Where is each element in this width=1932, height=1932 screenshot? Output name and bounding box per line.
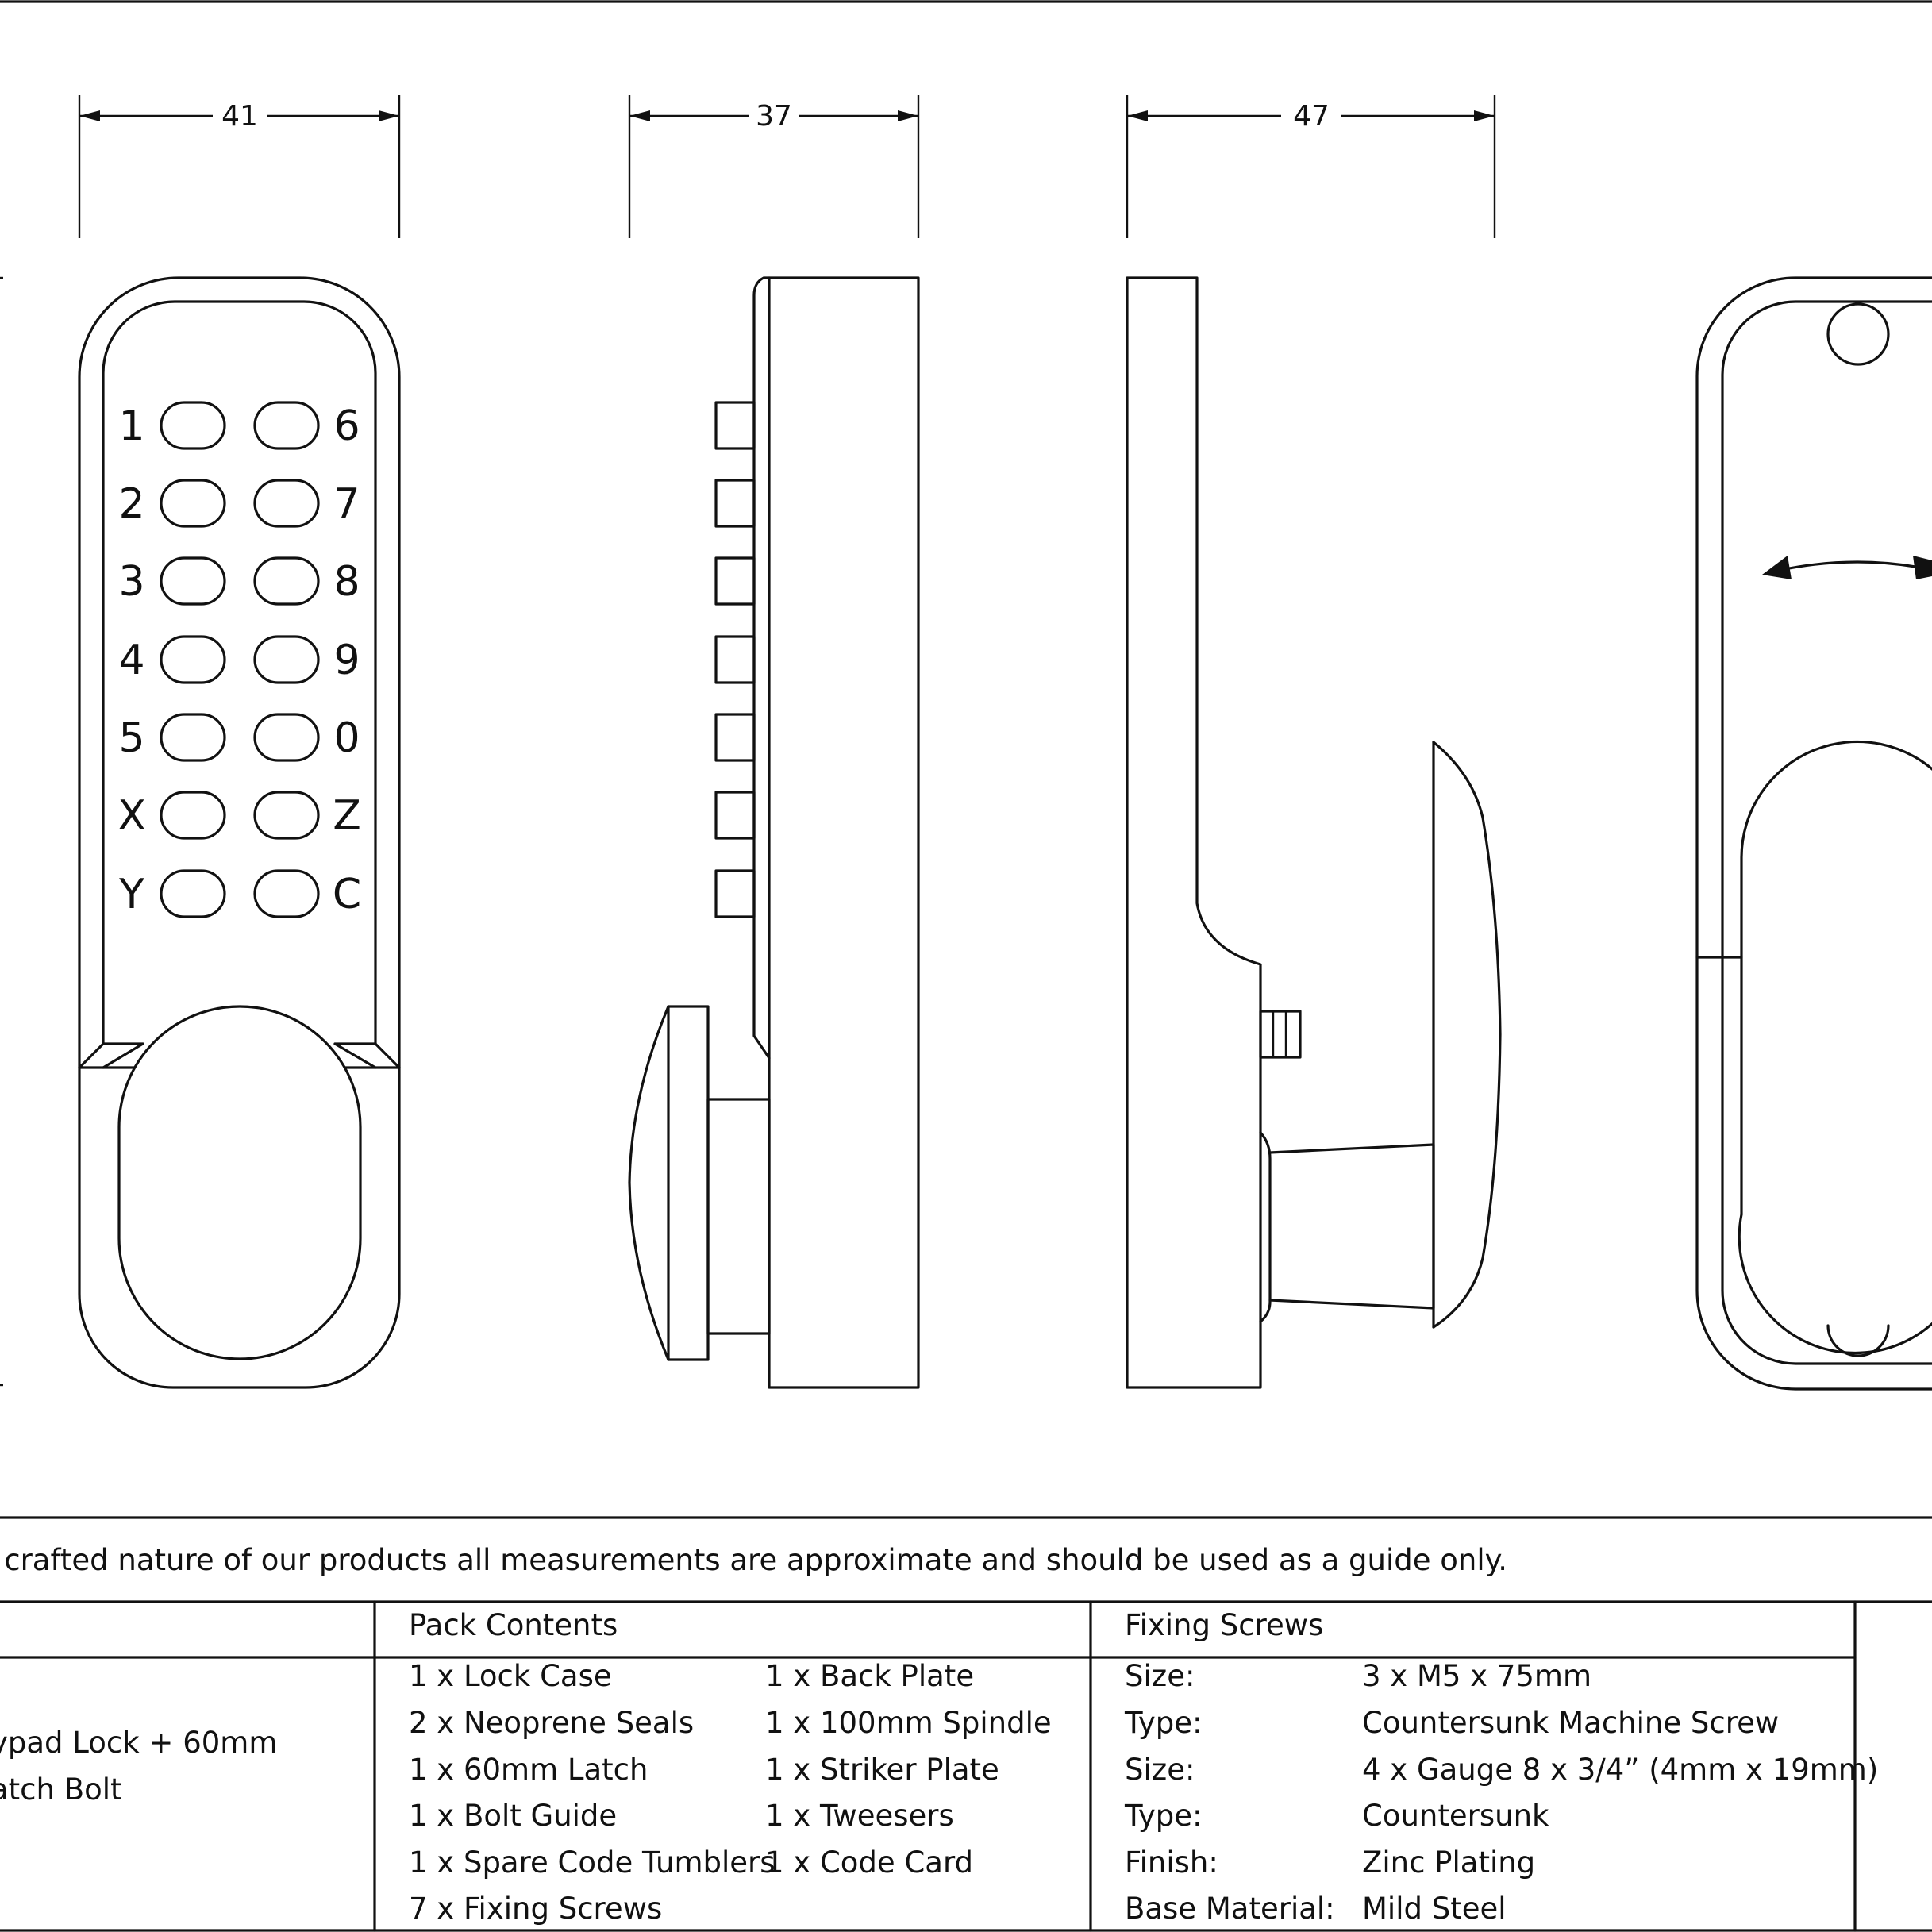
- screw-spec-label: Finish:: [1125, 1845, 1218, 1880]
- screw-spec-label: Type:: [1125, 1706, 1203, 1740]
- key-label: Y: [118, 871, 144, 918]
- key-label: 3: [118, 558, 144, 606]
- keypad-button[interactable]: [160, 713, 226, 762]
- screw-spec-value: 3 x M5 x 75mm: [1362, 1659, 1592, 1693]
- key-label: 0: [333, 714, 360, 762]
- screw-hole: [1826, 302, 1890, 366]
- key-label: 6: [333, 402, 360, 450]
- key-label: 1: [118, 402, 144, 450]
- product-description-line: atch Bolt: [0, 1772, 122, 1807]
- fixing-screws-header: Fixing Screws: [1125, 1608, 1324, 1642]
- key-label: 7: [333, 480, 360, 528]
- screw-spec-label: Size:: [1125, 1753, 1195, 1787]
- side-view: [628, 276, 920, 1389]
- profile-view: [1126, 276, 1502, 1389]
- keypad-labels: 1 2 3 4 5 X Y 6 7 8 9 0 Z C: [117, 402, 361, 918]
- back-view: [1695, 276, 1932, 1391]
- keypad-button[interactable]: [253, 479, 320, 528]
- product-description-line: ypad Lock + 60mm: [0, 1726, 278, 1760]
- dimension-profile: 47: [1126, 95, 1496, 238]
- pack-item: 1 x 100mm Spindle: [765, 1706, 1052, 1740]
- screw-spec-value: Zinc Plating: [1362, 1845, 1536, 1880]
- spec-table-grid: [0, 1600, 1857, 1932]
- keypad-button[interactable]: [160, 479, 226, 528]
- keypad-button[interactable]: [253, 791, 320, 840]
- screw-spec-value: Countersunk Machine Screw: [1362, 1706, 1780, 1740]
- keypad-button[interactable]: [160, 401, 226, 450]
- keypad-buttons: [160, 401, 320, 918]
- pack-item: 7 x Fixing Screws: [409, 1892, 663, 1926]
- dimension-profile-label: 47: [1293, 100, 1330, 133]
- dimension-side-label: 37: [756, 100, 792, 133]
- keypad-button[interactable]: [253, 401, 320, 450]
- pack-contents-header: Pack Contents: [409, 1608, 618, 1642]
- screw-spec-value: Mild Steel: [1362, 1892, 1507, 1926]
- dimension-front-label: 41: [221, 100, 258, 133]
- screw-spec-label: Base Material:: [1125, 1892, 1335, 1926]
- key-label: 9: [333, 637, 360, 684]
- key-label: 5: [118, 714, 144, 762]
- keypad-button[interactable]: [253, 869, 320, 918]
- key-label: 4: [118, 637, 144, 684]
- screw-spec-label: Type:: [1125, 1799, 1203, 1833]
- keypad-button[interactable]: [160, 635, 226, 684]
- pack-item: 2 x Neoprene Seals: [409, 1706, 695, 1740]
- key-label: Z: [333, 792, 361, 840]
- keypad-button[interactable]: [253, 635, 320, 684]
- pack-item: 1 x Lock Case: [409, 1659, 612, 1693]
- key-label: 2: [118, 480, 144, 528]
- screw-spec-value: Countersunk: [1362, 1799, 1549, 1833]
- measurement-disclaimer: d crafted nature of our products all mea…: [0, 1543, 1508, 1577]
- pack-item: 1 x Striker Plate: [765, 1753, 999, 1787]
- key-label: C: [333, 871, 361, 918]
- pack-item: 1 x 60mm Latch: [409, 1753, 648, 1787]
- screw-spec-value: 4 x Gauge 8 x 3/4” (4mm x 19mm): [1362, 1753, 1879, 1787]
- keypad-button[interactable]: [253, 713, 320, 762]
- dimension-front: 41: [78, 95, 401, 238]
- rotation-arrow-icon: [1762, 556, 1792, 579]
- keypad-button[interactable]: [160, 556, 226, 606]
- keypad-button[interactable]: [160, 791, 226, 840]
- pack-item: 1 x Bolt Guide: [409, 1799, 618, 1833]
- pack-item: 1 x Back Plate: [765, 1659, 975, 1693]
- screw-spec-label: Size:: [1125, 1659, 1195, 1693]
- key-label: 8: [333, 558, 360, 606]
- pack-item: 1 x Code Card: [765, 1845, 973, 1880]
- pack-item: 1 x Spare Code Tumblers: [409, 1845, 775, 1880]
- front-view: 1 2 3 4 5 X Y 6 7 8 9 0 Z C: [78, 276, 401, 1389]
- pack-item: 1 x Tweesers: [765, 1799, 954, 1833]
- keypad-button[interactable]: [160, 869, 226, 918]
- dimension-side: 37: [628, 95, 920, 238]
- keypad-button[interactable]: [253, 556, 320, 606]
- key-label: X: [117, 792, 146, 840]
